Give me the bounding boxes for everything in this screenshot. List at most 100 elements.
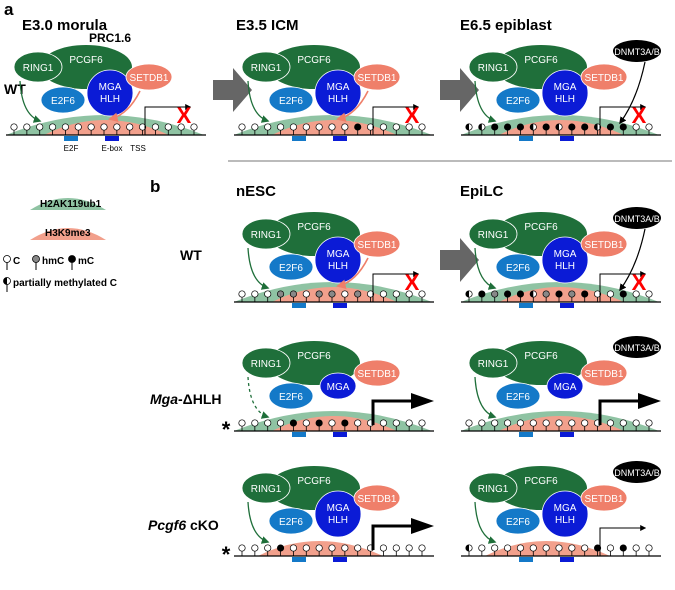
cpg-head (315, 290, 323, 298)
cpg-site-unmethylated (392, 290, 400, 302)
cpg-site-unmethylated (606, 290, 614, 302)
cpg-site-unmethylated (606, 419, 614, 431)
transcription-arrowhead (411, 518, 434, 534)
cpg-site-unmethylated (367, 290, 375, 302)
dnmt3ab-blob (613, 461, 661, 483)
panel-a-label: a (4, 0, 14, 19)
cpg-head (491, 290, 499, 298)
tss-arrow (144, 104, 192, 135)
prc-label: PRC1.6 (89, 31, 131, 45)
setdb1-arrow (336, 257, 369, 290)
cpg-site-unmethylated (238, 544, 246, 556)
cpg-head (594, 290, 602, 298)
cpg-head (632, 544, 640, 552)
cpg-head (341, 123, 349, 131)
cpg-site-unmethylated (504, 419, 512, 431)
transcription-arrowhead (638, 393, 661, 409)
cpg-site-unmethylated (529, 544, 537, 556)
setdb1-arrow (108, 90, 141, 123)
cpg-site-unmethylated (238, 419, 246, 431)
tss-arrow (372, 104, 420, 135)
ring1-blob (468, 472, 518, 504)
cpg-head (164, 123, 172, 131)
cpg-site-unmethylated (126, 123, 134, 135)
cpg-site-unmethylated (632, 544, 640, 556)
cpg-site-methylated (516, 290, 524, 302)
cpg-head (478, 544, 486, 552)
pcgf6-label: PCGF6 (297, 351, 331, 362)
cpg-head (619, 419, 627, 427)
cpg-site-unmethylated (328, 123, 336, 135)
e2f6-blob (268, 507, 314, 535)
cpg-head (251, 419, 259, 427)
cpg-site-unmethylated (238, 123, 246, 135)
cpg-site-unmethylated (594, 290, 602, 302)
cpg-head (302, 290, 310, 298)
cpg-head (478, 419, 486, 427)
cpg-site-unmethylated (302, 290, 310, 302)
dnmt3ab-blob (613, 336, 661, 358)
cpg-head (645, 290, 653, 298)
mga-label: MGA (327, 82, 350, 93)
ring1-arrow (19, 80, 42, 123)
transcription-arrowhead (411, 393, 434, 409)
cpg-site-unmethylated (542, 419, 550, 431)
cpg-site-unmethylated (354, 419, 362, 431)
e2f6-label: E2F6 (506, 392, 530, 403)
ring1-arrow (474, 501, 497, 544)
cpg-site-unmethylated (36, 123, 44, 135)
cpg-site-unmethylated (251, 290, 259, 302)
cpg-site-unmethylated (315, 123, 323, 135)
cpg-head (392, 123, 400, 131)
cpg-head (504, 419, 512, 427)
cpg-site-unmethylated (478, 544, 486, 556)
tss-arrow (372, 271, 420, 302)
legend-c-icon (3, 255, 11, 270)
stage-title-e35: E3.5 ICM (236, 17, 299, 34)
cpg-site-methylated (619, 544, 627, 556)
hlh-label: HLH (555, 515, 575, 526)
cpg-site-unmethylated (289, 544, 297, 556)
cpg-site-unmethylated (392, 544, 400, 556)
cpg-head (568, 123, 576, 131)
cpg-site-unmethylated (555, 544, 563, 556)
cpg-head (277, 544, 285, 552)
ebox-motif-box (333, 136, 347, 141)
ebox-motif-box (333, 557, 347, 562)
cpg-site-hydroxymethylated (568, 290, 576, 302)
cpg-site-unmethylated (516, 419, 524, 431)
ring1-label: RING1 (478, 359, 509, 370)
dnmt3ab-label: DNMT3A/B (614, 214, 660, 224)
stage-arrow-1 (213, 68, 252, 112)
ring1-blob (468, 51, 518, 83)
cpg-head (542, 419, 550, 427)
pcgf6-label: PCGF6 (524, 476, 558, 487)
cpg-head (379, 290, 387, 298)
cpg-head (315, 123, 323, 131)
e2f-label: E2F (64, 144, 79, 153)
cpg-site-partial (478, 123, 486, 135)
cpg-site-unmethylated (23, 123, 31, 135)
stage-title-e30: E3.0 morula (22, 17, 108, 34)
cpg-site-unmethylated (392, 123, 400, 135)
cpg-head (418, 419, 426, 427)
legend-mc-icon (68, 255, 76, 270)
transcription-arrow (371, 524, 413, 550)
cpg-head (264, 419, 272, 427)
ring1-blob (241, 51, 291, 83)
cpg-site-unmethylated (645, 290, 653, 302)
setdb1-blob (580, 230, 628, 258)
e2f6-label: E2F6 (506, 517, 530, 528)
cpg-site-unmethylated (581, 419, 589, 431)
cpg-head (328, 544, 336, 552)
transcription-arrow (598, 399, 640, 425)
repression-x: X (405, 103, 420, 128)
cpg-head (516, 419, 524, 427)
cpg-head (126, 123, 134, 131)
cpg-head (49, 123, 57, 131)
ring1-label: RING1 (251, 359, 282, 370)
setdb1-label: SETDB1 (585, 73, 624, 84)
setdb1-blob (353, 230, 401, 258)
